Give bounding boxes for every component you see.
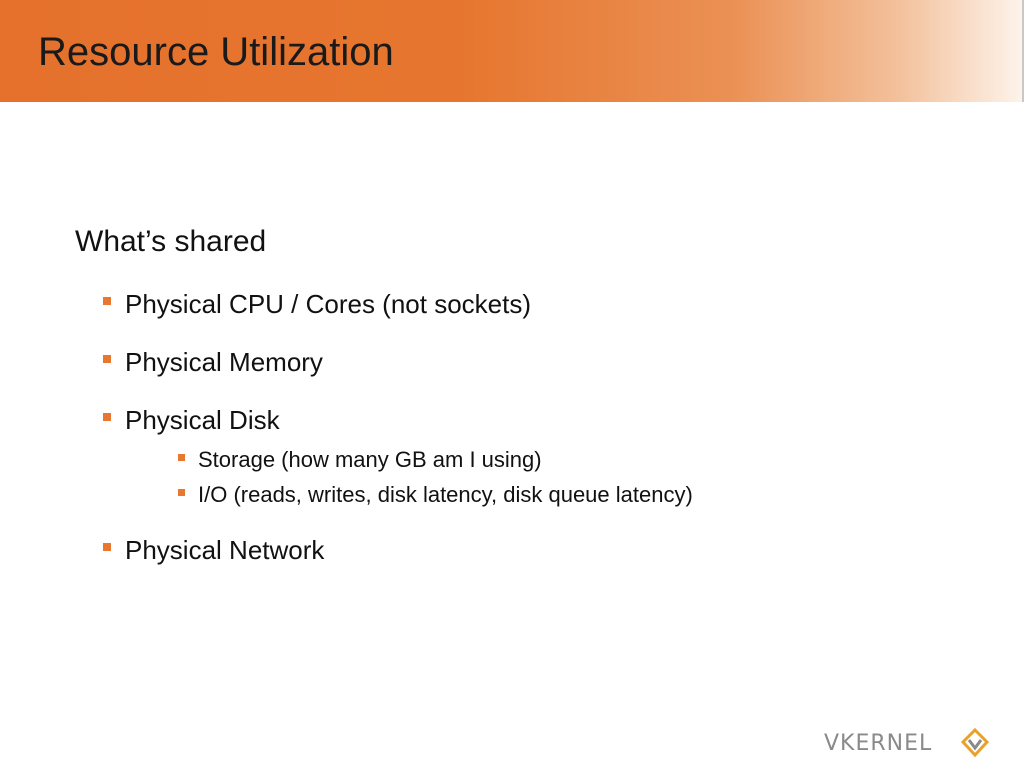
square-bullet-icon bbox=[103, 355, 111, 364]
sub-bullet-item: I/O (reads, writes, disk latency, disk q… bbox=[178, 480, 693, 510]
title-bar: Resource Utilization bbox=[0, 0, 1024, 102]
vkernel-diamond-logo-icon bbox=[960, 728, 990, 758]
bullet-item: Physical Network bbox=[103, 533, 324, 567]
square-bullet-icon bbox=[103, 297, 111, 306]
square-bullet-icon bbox=[178, 488, 185, 496]
slide-title: Resource Utilization bbox=[38, 30, 394, 74]
bullet-item: Physical CPU / Cores (not sockets) bbox=[103, 287, 531, 321]
bullet-item: Physical Memory bbox=[103, 345, 323, 379]
bullet-text: Physical CPU / Cores (not sockets) bbox=[125, 289, 532, 319]
square-bullet-icon bbox=[103, 413, 111, 422]
bullet-text: Physical Network bbox=[125, 535, 325, 565]
bullet-text: Physical Memory bbox=[125, 347, 323, 377]
bullet-item: Physical Disk bbox=[103, 403, 280, 437]
logo-wordmark: VKERNEL bbox=[824, 731, 933, 756]
sub-bullet-text: Storage (how many GB am I using) bbox=[198, 447, 542, 472]
square-bullet-icon bbox=[103, 543, 111, 552]
sub-bullet-item: Storage (how many GB am I using) bbox=[178, 445, 542, 475]
vkernel-logo: VKERNEL bbox=[824, 728, 992, 760]
sub-bullet-text: I/O (reads, writes, disk latency, disk q… bbox=[198, 482, 693, 507]
bullet-text: Physical Disk bbox=[125, 405, 280, 435]
section-heading: What’s shared bbox=[75, 225, 267, 258]
square-bullet-icon bbox=[178, 453, 185, 461]
